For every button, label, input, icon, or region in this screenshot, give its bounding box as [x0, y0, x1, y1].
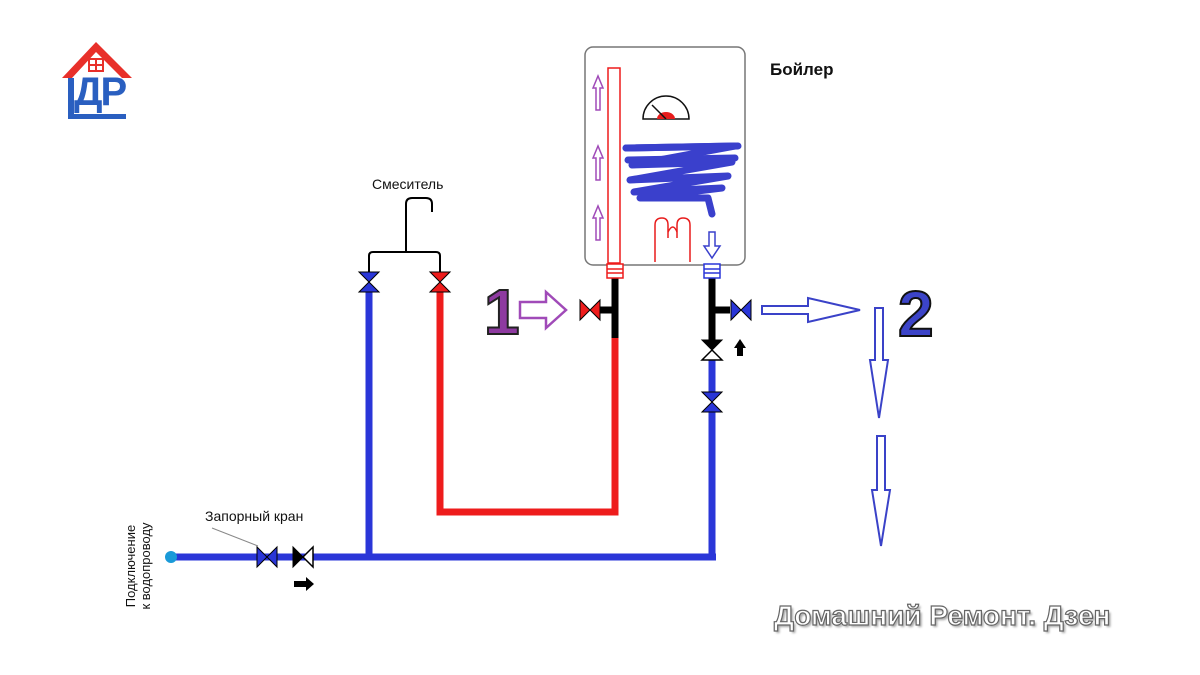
shutoff-valve-label: Запорный кран: [205, 508, 304, 524]
house-logo-icon: [62, 42, 132, 119]
shutoff-valve-icon[interactable]: [256, 545, 278, 569]
marker-two: 2: [897, 278, 935, 350]
check-valve-icon[interactable]: [700, 339, 724, 361]
heating-coil: [622, 142, 742, 218]
flow-direction-arrow-icon: [294, 339, 746, 591]
boiler-connectors: [606, 263, 721, 279]
drain-valve-cold[interactable]: [730, 298, 752, 322]
boiler-fittings: [598, 278, 730, 342]
marker-one: 1: [483, 276, 521, 348]
outflow-arrow-icon: [702, 231, 722, 260]
connection-label-line1: Подключение: [123, 524, 138, 608]
watermark: Домашний Ремонт. Дзен: [773, 599, 1111, 631]
hot-water-pipes: [436, 290, 619, 516]
water-connection-icon[interactable]: [165, 551, 177, 563]
drain-valve-hot[interactable]: [579, 298, 601, 322]
flow-arrow-down-icon: [868, 307, 890, 419]
flow-arrow-down-icon: [870, 435, 892, 547]
flow-arrow-outlet-icon: [761, 296, 861, 324]
mixer-cold-valve[interactable]: [357, 271, 381, 293]
mixer-label: Смеситель: [372, 176, 444, 192]
boiler: [584, 46, 746, 266]
connection-label: Подключение к водопроводу: [123, 522, 153, 609]
mixer-hot-valve[interactable]: [428, 271, 452, 293]
logo-letters: ДР: [74, 70, 127, 114]
check-valve-main-icon[interactable]: [292, 545, 314, 569]
shutoff-leader: [211, 527, 259, 547]
flow-arrow-icon: [518, 289, 568, 331]
mixer-icon: [368, 197, 441, 272]
boiler-label: Бойлер: [770, 60, 834, 79]
rising-arrow-icon: [591, 74, 605, 241]
connection-label-line2: к водопроводу: [138, 522, 153, 610]
inlet-valve-boiler[interactable]: [700, 391, 724, 413]
boiler-gauge-icon: [642, 95, 690, 120]
heating-element-icon: [654, 217, 691, 262]
